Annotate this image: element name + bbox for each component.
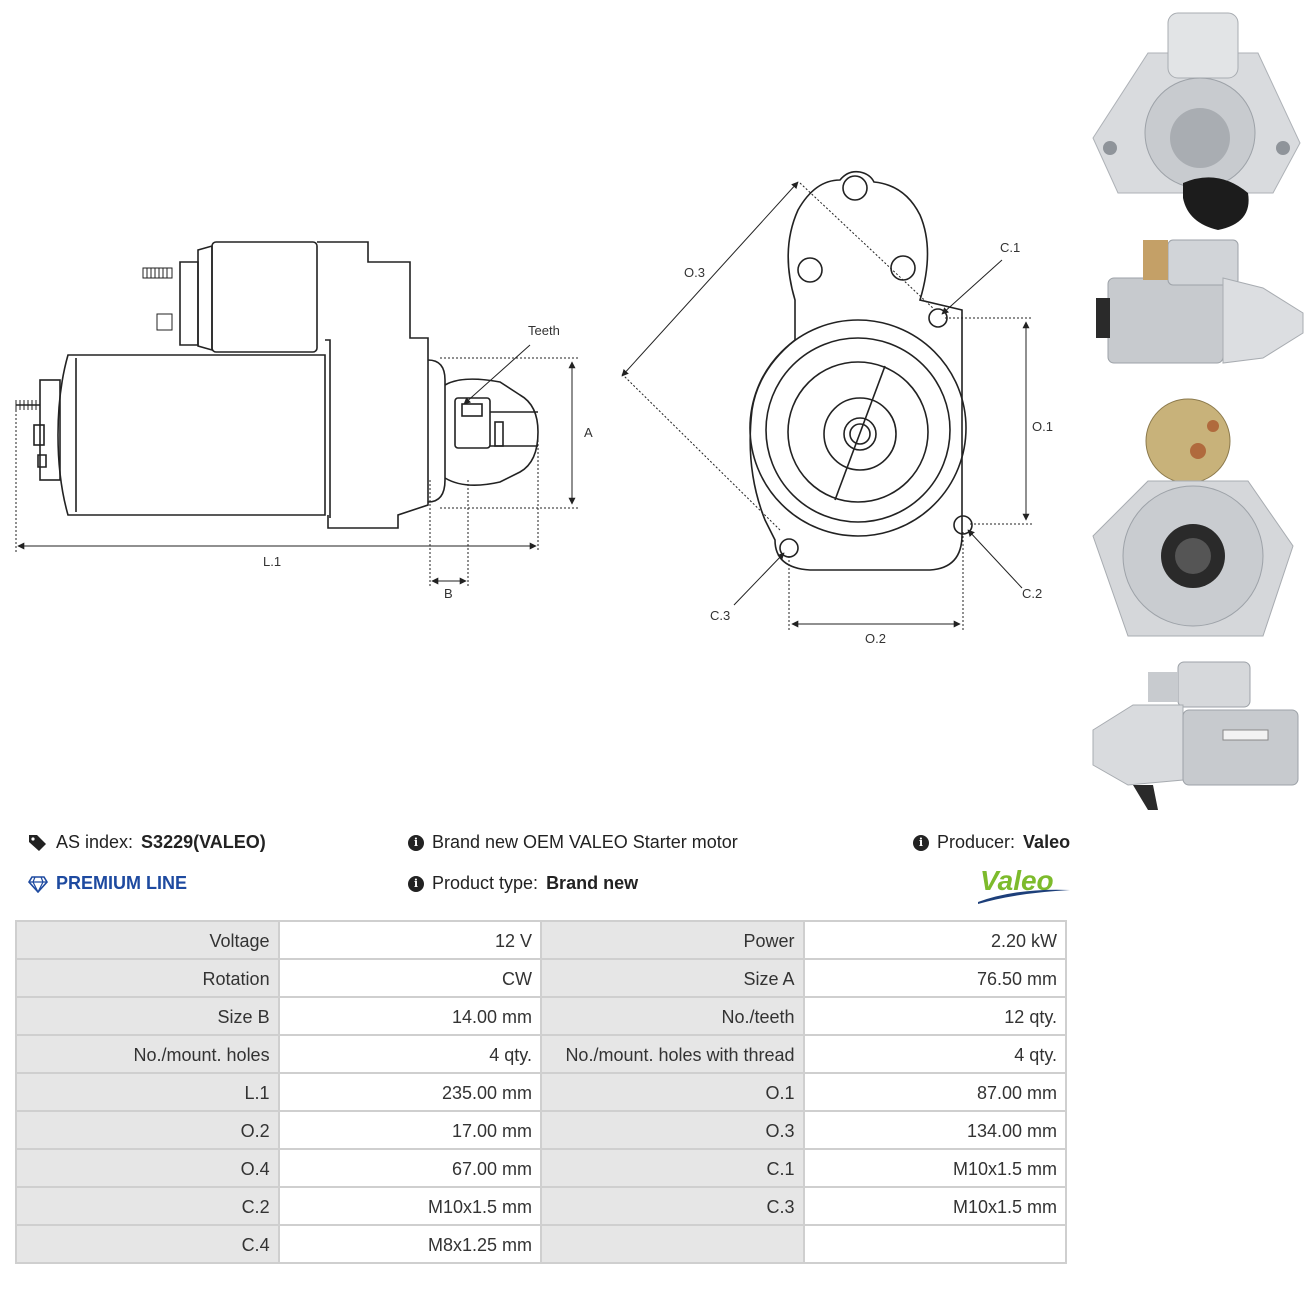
spec-value: M10x1.5 mm: [802, 1186, 1068, 1226]
spec-value: 2.20 kW: [802, 920, 1068, 960]
spec-value: 4 qty.: [802, 1034, 1068, 1074]
spec-label: O.1: [539, 1072, 805, 1112]
info-icon: i: [913, 834, 929, 851]
spec-value: CW: [277, 958, 542, 998]
description-row: i Brand new OEM VALEO Starter motor: [408, 832, 738, 853]
spec-value: M10x1.5 mm: [277, 1186, 542, 1226]
as-index-value: S3229(VALEO): [141, 832, 266, 852]
spec-value: 235.00 mm: [277, 1072, 542, 1112]
spec-value: M10x1.5 mm: [802, 1148, 1068, 1188]
product-type-label: Product type:: [432, 873, 539, 893]
valeo-logo[interactable]: Valeo: [976, 862, 1072, 906]
product-description: Brand new OEM VALEO Starter motor: [432, 832, 738, 852]
producer-row: i Producer: Valeo: [913, 832, 1070, 853]
label-b: B: [444, 586, 453, 601]
diamond-icon: [28, 875, 48, 893]
spec-label: L.1: [15, 1072, 280, 1112]
label-l1: L.1: [263, 554, 281, 569]
spec-label: O.3: [539, 1110, 805, 1150]
label-c1: C.1: [1000, 240, 1020, 255]
product-photo-front[interactable]: [1088, 8, 1308, 233]
product-photo-side[interactable]: [1088, 238, 1308, 388]
front-view: [749, 170, 973, 571]
spec-label: [539, 1224, 805, 1264]
as-index-row: AS index: S3229(VALEO): [28, 832, 266, 853]
spec-value: 67.00 mm: [277, 1148, 542, 1188]
label-a: A: [584, 425, 593, 440]
spec-label: No./teeth: [539, 996, 805, 1036]
spec-value: M8x1.25 mm: [277, 1224, 542, 1264]
spec-value: 134.00 mm: [802, 1110, 1068, 1150]
spec-label: No./mount. holes with thread: [539, 1034, 805, 1074]
spec-label: O.4: [15, 1148, 280, 1188]
producer-label: Producer:: [937, 832, 1016, 852]
spec-label: Size B: [15, 996, 280, 1036]
premium-line-label: PREMIUM LINE: [56, 873, 188, 893]
product-type-row: i Product type: Brand new: [408, 873, 638, 894]
technical-drawing: Teeth A L.1 B O.3 C.1 O.1 C.2 C.3 O.: [0, 0, 1080, 680]
premium-line-badge: PREMIUM LINE: [28, 873, 187, 894]
starter-drawing-svg: Teeth A L.1 B O.3 C.1 O.1 C.2 C.3 O.: [15, 170, 1053, 646]
spec-value: 14.00 mm: [277, 996, 542, 1036]
label-teeth: Teeth: [528, 323, 560, 338]
producer-value: Valeo: [1023, 832, 1071, 852]
product-photo-rear[interactable]: [1088, 396, 1308, 651]
as-index-label: AS index:: [56, 832, 134, 852]
info-icon: i: [408, 834, 424, 851]
spec-label: C.3: [539, 1186, 805, 1226]
spec-label: O.2: [15, 1110, 280, 1150]
spec-label: Power: [539, 920, 805, 960]
front-dimensions: [621, 181, 1032, 630]
label-c3: C.3: [710, 608, 730, 623]
spec-label: C.4: [15, 1224, 280, 1264]
spec-label: Size A: [539, 958, 805, 998]
spec-label: C.1: [539, 1148, 805, 1188]
tag-icon: [29, 834, 46, 851]
product-type-value: Brand new: [546, 873, 639, 893]
side-dimensions: [15, 344, 578, 588]
spec-label: Rotation: [15, 958, 280, 998]
spec-label: C.2: [15, 1186, 280, 1226]
spec-value: 87.00 mm: [802, 1072, 1068, 1112]
product-photo-top[interactable]: [1088, 660, 1308, 815]
spec-value: [802, 1224, 1068, 1264]
side-view: [15, 241, 539, 529]
spec-value: 12 qty.: [802, 996, 1068, 1036]
spec-label: Voltage: [15, 920, 280, 960]
label-o3: O.3: [684, 265, 705, 280]
spec-value: 76.50 mm: [802, 958, 1068, 998]
spec-value: 17.00 mm: [277, 1110, 542, 1150]
label-o1: O.1: [1032, 419, 1053, 434]
spec-label: No./mount. holes: [15, 1034, 280, 1074]
label-o2: O.2: [865, 631, 886, 646]
label-c2: C.2: [1022, 586, 1042, 601]
info-icon: i: [408, 875, 424, 892]
spec-value: 4 qty.: [277, 1034, 542, 1074]
spec-value: 12 V: [277, 920, 542, 960]
